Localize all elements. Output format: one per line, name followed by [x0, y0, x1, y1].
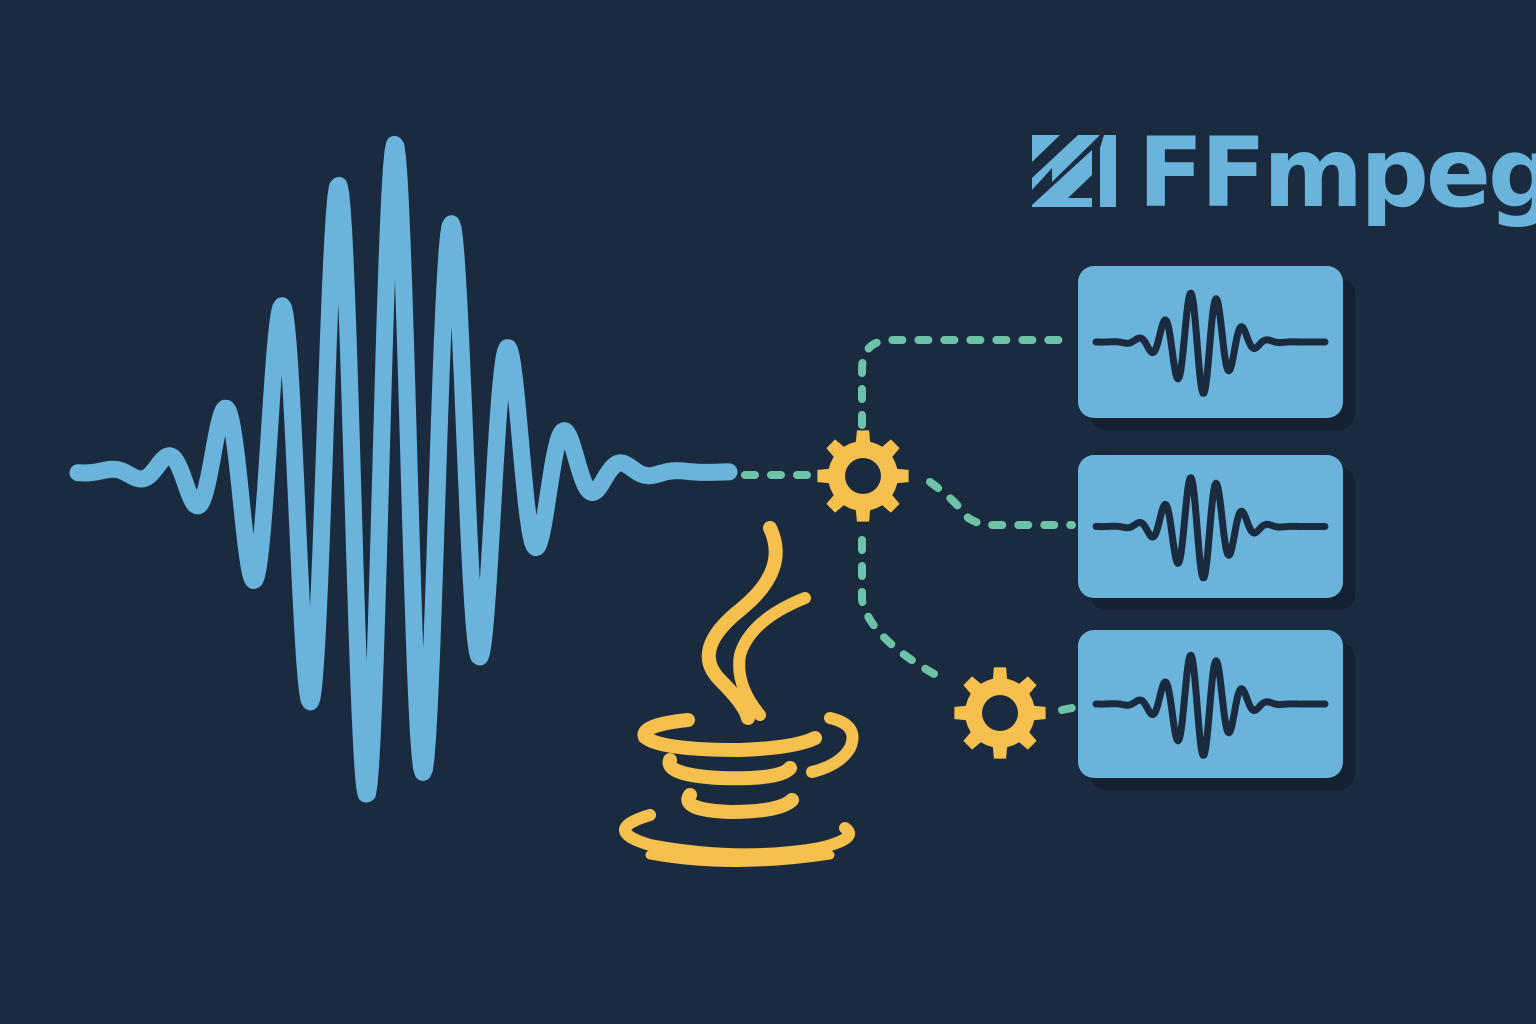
audio-segment-icon: [1092, 651, 1329, 759]
audio-segment-icon: [1092, 474, 1329, 582]
audio-segment-3: [1078, 630, 1355, 790]
audio-segment-2: [1078, 455, 1355, 610]
gear-icon: [954, 667, 1046, 759]
ffmpeg-logo: FFmpeg: [1032, 117, 1536, 229]
gear-icon: [817, 430, 909, 522]
audio-waveform-icon: [69, 135, 738, 803]
audio-segment-icon: [1092, 289, 1329, 397]
connector-gear-2: [858, 536, 949, 684]
connector-lines: [741, 336, 1076, 714]
connector-segment-3: [1058, 704, 1076, 714]
audio-segment-1: [1078, 266, 1355, 430]
connector-segment-1: [858, 336, 1076, 429]
java-cup-icon: [619, 521, 859, 867]
connector-segment-2: [926, 478, 1076, 529]
ffmpeg-logo-text: FFmpeg: [1138, 117, 1536, 229]
ffmpeg-logo-icon: [1032, 135, 1116, 207]
